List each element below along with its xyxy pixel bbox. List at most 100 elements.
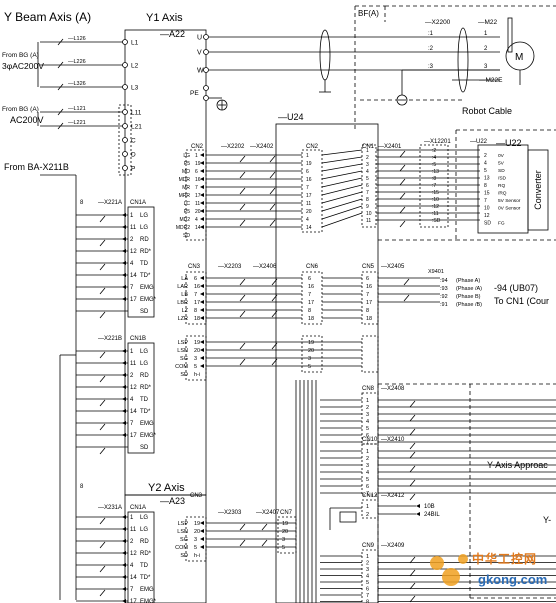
cn1-row-sig: RD [140,373,149,379]
motor-pin-label: :2 [428,46,434,52]
power-wire-label: —L121 [68,106,86,112]
twist-mark [57,122,64,130]
motor-terminal [203,34,209,40]
cn3-pin: 8 [194,308,197,314]
twist-mark [99,215,106,223]
cn2-mid-pin: 14 [306,225,312,231]
watermark-url: gkong.com [478,572,548,587]
y2-pin: 20 [194,529,200,535]
pin-arrow [200,292,204,296]
cable-count: 8 [80,200,84,206]
x2303-label: —X2303 [218,510,242,516]
power-term-label: L21 [131,124,142,131]
u24-box [275,123,379,603]
y2-cn3-label: CN3 [190,493,203,499]
cn3-pin: 6 [194,276,197,282]
cn3-pin: 17 [194,300,200,306]
motor-term-label: U [197,35,202,42]
power-terminal [122,62,128,68]
power-wire-label: —L126 [68,36,86,42]
twist-mark [99,541,106,549]
motor-term-label: V [197,50,202,57]
twist-mark [239,219,246,227]
dc-jumper-box [118,104,132,176]
twist-mark [99,517,106,525]
cn3-pin: 7 [194,292,197,298]
pin-arrow [122,213,126,217]
cn1-row-sig: EMG* [140,297,157,303]
converter-box [527,149,549,231]
cn6-pin: 8 [308,308,311,314]
cn1-x-pin: :7 [432,183,436,189]
u22-pin-n: 10 [484,206,490,212]
cn1-row-sig: RD [140,237,149,243]
cn3-sig: LZR [178,316,188,322]
motor-n-label: 1 [484,31,488,37]
motor-n-label: 3 [484,64,488,70]
pe-terminal [203,85,209,91]
cn1-pin: 4 [366,169,369,175]
cn1-row-sig: RD* [140,249,152,255]
cn7-pin: 20 [282,529,288,535]
cn3l-sig: LSN [177,348,188,354]
twist-mark [269,219,276,227]
twist-mark [99,565,106,573]
cn1-x-pin: :11 [432,211,439,217]
cn2-mid-pin: 16 [306,177,312,183]
twist-mark [409,465,416,473]
twist-mark [271,294,278,302]
cn1-row-pin: 1 [130,213,134,219]
cn3-lower-right [361,335,379,373]
cn1-pin: 6 [366,183,369,189]
cn1-row-sig: LG [140,225,148,231]
cn12-pin: 2 [366,512,369,518]
cn1-row-pin: 11 [130,225,137,231]
cn1-row-sig: TD [140,261,149,267]
u22-pin-sig: 0V Sensor [498,206,521,212]
u22-pin-sig: 0V [498,153,505,159]
pin-arrow [200,537,204,541]
cn9-pin: 7 [366,593,369,599]
twist-mark [57,38,64,46]
phase-pin: :93 [440,286,448,292]
ac1-label: AC200V [10,115,44,125]
cn1-row-sig: LG [140,527,148,533]
phase-label: (Phase A) [456,278,480,284]
pin-arrow [200,209,204,213]
cn2-sig: LG [183,153,190,159]
cn1-row-pin: 17 [130,297,137,303]
twist-mark [239,310,246,318]
cn1-row-sig: EMG* [140,599,157,603]
x2402-label: —X2402 [250,144,274,150]
cn1-pin: 10 [366,211,372,217]
cn1-x-pin: :2 [432,148,436,154]
cn1-row-sig: EMG [140,421,154,427]
cn1-row-pin: 11 [130,527,137,533]
pin-arrow [200,284,204,288]
pin-arrow [200,545,204,549]
cn2-pin: 14 [195,225,201,231]
dc-term-label: P [131,166,135,173]
cn10-pin: 5 [366,477,369,483]
pin-arrow [200,529,204,533]
cn1-row-sig: EMG [140,587,154,593]
y2-sig: SD [180,553,188,559]
power-wire-label: —L221 [68,120,86,126]
cross-wire [321,198,363,212]
motor-pin-label: :3 [428,64,434,70]
power-term-label: L11 [131,110,142,117]
cn1-row-pin: 7 [130,587,134,593]
cn2-pin: 20 [195,209,201,215]
cn1-row-sig: LG [140,349,148,355]
cn2-mid-pin: 7 [306,185,309,191]
cn5-label: CN5 [362,264,375,270]
cn6-pin: 6 [308,276,311,282]
cn3-connector [185,271,207,325]
twist-mark [409,428,416,436]
beam-axis-title: Y Beam Axis (A) [4,10,91,24]
y2-pin: h-i [194,553,200,559]
pe-label: PE [190,90,199,97]
cn10-pin: 3 [366,463,369,469]
twist-mark [409,582,416,590]
twist-mark [409,414,416,422]
